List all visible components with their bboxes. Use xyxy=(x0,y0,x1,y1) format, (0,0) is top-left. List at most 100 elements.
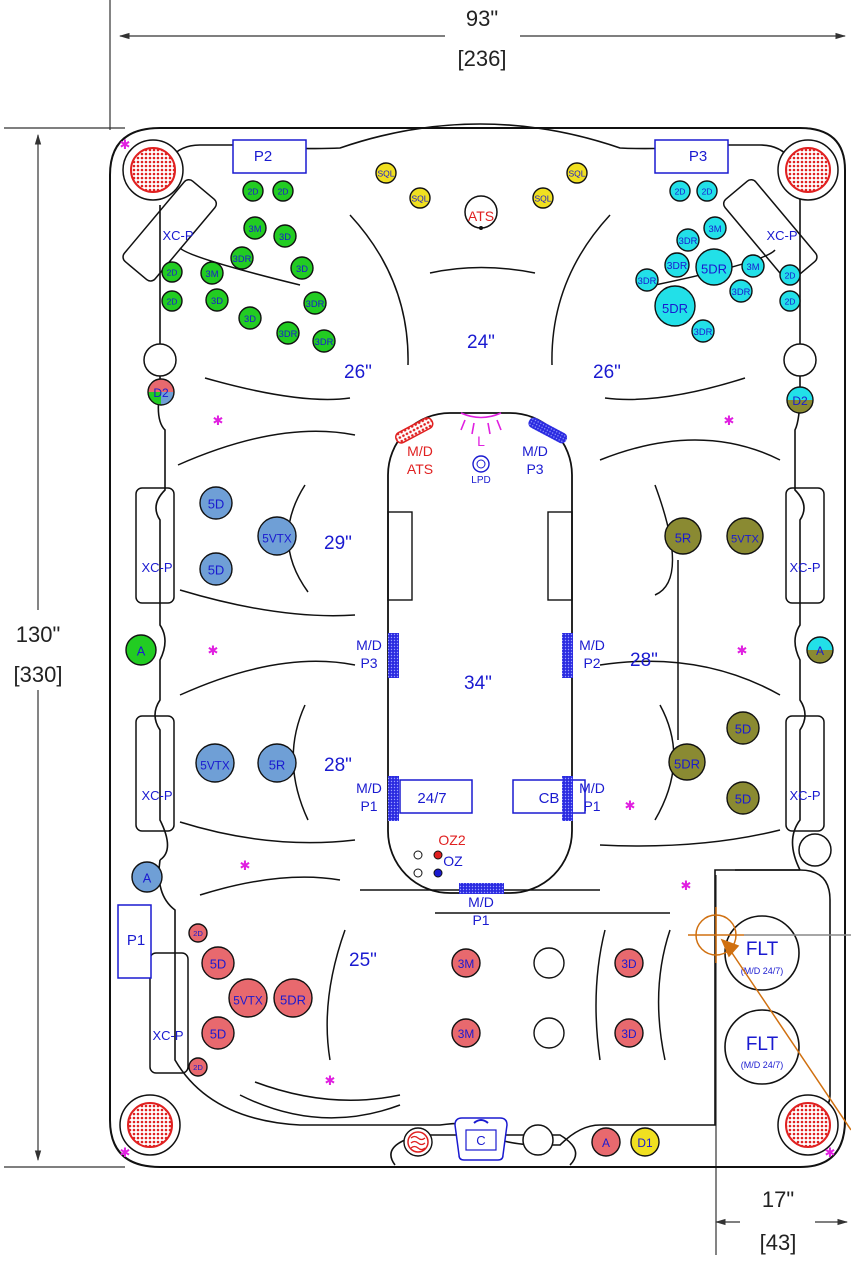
jet-j2d-14: 2D xyxy=(669,180,691,202)
svg-text:✱: ✱ xyxy=(625,799,636,814)
svg-text:✱: ✱ xyxy=(681,879,692,894)
jet-label: 3M xyxy=(709,224,722,234)
jet-label: A xyxy=(143,870,152,885)
xcp-label-ml: XC-P xyxy=(141,560,172,575)
md-ats-label-top: M/D xyxy=(407,443,433,459)
md-p2-label-b: P2 xyxy=(583,655,600,671)
jet-label: SQL xyxy=(411,194,428,204)
width-inches: 93" xyxy=(466,6,498,31)
jet-label: 2D xyxy=(167,268,178,278)
seat-depth-top-center: 24" xyxy=(467,332,495,353)
control-c-label: C xyxy=(476,1133,485,1148)
md-p1-bottom-label-a: M/D xyxy=(468,894,494,910)
jet-label: 3DR xyxy=(638,276,657,286)
jet-j5vtx-34: 5VTX xyxy=(195,743,235,783)
xcp-label-lr: XC-P xyxy=(789,788,820,803)
jet-label: SQL xyxy=(568,169,585,179)
jet-j3m-50: 3M xyxy=(451,1018,481,1048)
xcp-label-ll: XC-P xyxy=(141,788,172,803)
jet-label: 3M xyxy=(249,224,262,234)
md-ats-label-bottom: ATS xyxy=(407,461,433,477)
jet-label: 2D xyxy=(785,271,796,281)
jet-blank-55 xyxy=(533,947,565,979)
filter-2-label: FLT xyxy=(746,1034,779,1055)
jet-j5vtx-32: 5VTX xyxy=(257,516,297,556)
jet-label: 2D xyxy=(167,297,178,307)
filter-1-label: FLT xyxy=(746,939,779,960)
md-p3-top-label-b: P3 xyxy=(526,461,543,477)
seat-depth-top-left: 26" xyxy=(344,362,372,383)
jet-label: 5D xyxy=(208,497,225,512)
footwell-step-right xyxy=(547,511,573,601)
cup-holders xyxy=(143,195,832,1156)
seat-depth-top-right: 26" xyxy=(593,362,621,383)
jet-j3dr-23: 3DR xyxy=(729,279,753,303)
height-cm: [330] xyxy=(14,662,63,687)
jet-d1-54: D1 xyxy=(630,1127,660,1157)
width-cm: [236] xyxy=(458,46,507,71)
a-jet-right-split: A xyxy=(806,636,834,664)
svg-text:✱: ✱ xyxy=(325,1074,336,1089)
svg-text:✱: ✱ xyxy=(213,414,224,429)
oz2-label: OZ2 xyxy=(438,832,465,848)
jet-label: 3DR xyxy=(233,254,252,264)
jet-label: 3DR xyxy=(279,329,298,339)
md-p2-label-a: M/D xyxy=(579,637,605,653)
manifold-bars xyxy=(388,417,573,894)
control-panel[interactable]: C xyxy=(403,1117,508,1161)
jet-label: 5D xyxy=(735,722,752,737)
jet-j5dr-46: 5DR xyxy=(273,978,313,1018)
jet-a-42: A xyxy=(125,634,157,666)
svg-text:A: A xyxy=(816,644,824,658)
svg-text:D2: D2 xyxy=(153,386,169,400)
step-inches: 17" xyxy=(762,1187,794,1212)
pump-p2-label: P2 xyxy=(254,148,272,165)
jet-j5d-33: 5D xyxy=(199,552,233,586)
jet-label: 5D xyxy=(208,563,225,578)
seat-depth-right-mid: 28" xyxy=(630,650,658,671)
xcp-label-tr: XC-P xyxy=(766,228,797,243)
jet-label: 5R xyxy=(675,530,692,545)
md-p1-left-label-a: M/D xyxy=(356,780,382,796)
md-p1-left-label-b: P1 xyxy=(360,798,377,814)
jet-label: SQL xyxy=(534,194,551,204)
jet-label: 3D xyxy=(244,314,256,324)
jet-j2d-7: 2D xyxy=(161,261,183,283)
jet-j5vtx-45: 5VTX xyxy=(228,978,268,1018)
jet-j5dr-19: 5DR xyxy=(695,248,733,286)
jet-j5d-39: 5D xyxy=(726,711,760,745)
jet-label: 3M xyxy=(206,269,219,279)
seat-depth-center: 34" xyxy=(464,673,492,694)
jet-a-53: A xyxy=(591,1127,621,1157)
jet-j2d-43: 2D xyxy=(188,923,208,943)
jet-j3m-20: 3M xyxy=(741,254,765,278)
svg-text:✱: ✱ xyxy=(120,1146,131,1161)
jet-label: 5VTX xyxy=(200,760,230,773)
svg-text:✱: ✱ xyxy=(208,644,219,659)
pump-p1-label: P1 xyxy=(127,932,145,949)
jet-j3d-51: 3D xyxy=(614,948,644,978)
jet-label: 3D xyxy=(279,232,291,242)
jet-j5dr-24: 5DR xyxy=(654,285,696,327)
jet-label: 5R xyxy=(269,758,286,773)
xcp-label-bl: XC-P xyxy=(152,1028,183,1043)
jet-j3d-6: 3D xyxy=(290,256,314,280)
timer-label: 24/7 xyxy=(417,790,446,807)
jet-label: 3DR xyxy=(694,327,713,337)
jet-label: 3D xyxy=(621,1027,637,1041)
svg-text:✱: ✱ xyxy=(825,1146,836,1161)
md-p1-bottom-label-b: P1 xyxy=(472,912,489,928)
jet-j3dr-26: 3DR xyxy=(691,319,715,343)
jet-j3dr-18: 3DR xyxy=(664,252,690,278)
jet-label: 3D xyxy=(211,296,223,306)
jet-label: 5VTX xyxy=(262,533,292,546)
jet-label: 5DR xyxy=(674,756,700,771)
jet-label: 3DR xyxy=(306,299,325,309)
md-p3-mid-label-a: M/D xyxy=(356,637,382,653)
seat-depth-bottom-left: 25" xyxy=(349,950,377,971)
jet-label: 3DR xyxy=(667,261,687,272)
xcp-label-mr: XC-P xyxy=(789,560,820,575)
svg-text:✱: ✱ xyxy=(724,414,735,429)
jet-label: 2D xyxy=(278,187,289,197)
height-inches: 130" xyxy=(16,622,61,647)
